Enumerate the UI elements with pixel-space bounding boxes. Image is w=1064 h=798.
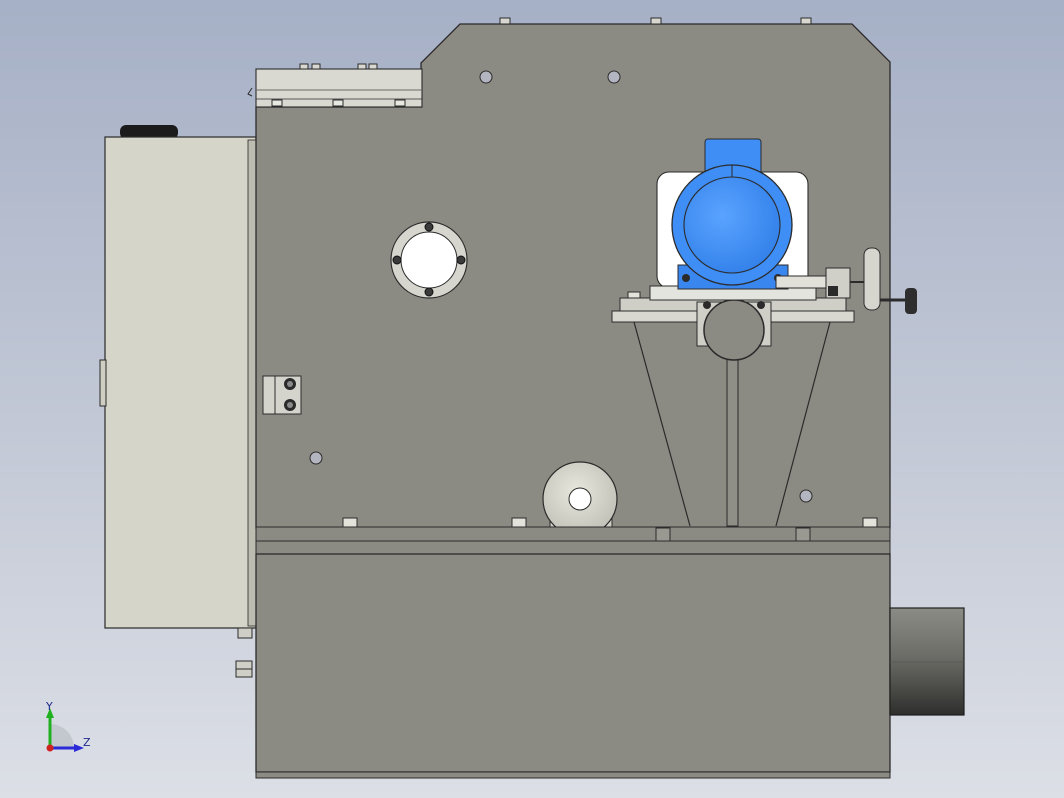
tension-nut	[828, 286, 838, 296]
mounting-hole	[607, 70, 621, 84]
cover-bolt	[392, 255, 402, 265]
handwheel-knob[interactable]	[905, 288, 917, 314]
top-stud	[800, 17, 812, 25]
lower-tank[interactable]	[255, 517, 891, 779]
cabinet-side	[247, 139, 257, 627]
cover-bolt	[424, 222, 434, 232]
cover-bolt	[456, 255, 466, 265]
top-stud	[650, 17, 662, 25]
cover-bolt	[424, 287, 434, 297]
side-terminal-block	[235, 627, 253, 678]
mounting-hole	[309, 451, 323, 465]
cabinet-handle	[120, 125, 178, 139]
motor-bolt	[682, 274, 690, 282]
motor[interactable]	[649, 138, 817, 301]
mounting-hole	[799, 489, 813, 503]
handwheel-disc[interactable]	[863, 247, 881, 311]
cover-bolt	[299, 63, 309, 70]
side-outlet-pipe[interactable]	[889, 607, 965, 716]
top-cover-plate[interactable]	[247, 63, 423, 108]
z-axis-label: Z	[83, 736, 91, 749]
rail-bolt	[342, 517, 358, 528]
rail-spacer	[795, 527, 811, 542]
triad-plane	[50, 724, 74, 748]
cover-bolt	[332, 99, 344, 107]
cover-bolt	[311, 63, 321, 70]
cover-bolt	[368, 63, 378, 70]
cover-bolt	[271, 99, 283, 107]
rail-spacer	[655, 527, 671, 542]
cover-bolt	[394, 99, 406, 107]
y-axis-label: Y	[45, 700, 53, 713]
orientation-triad: Y Z	[45, 700, 91, 752]
inspection-cover[interactable]	[390, 221, 468, 299]
mount-bolt	[627, 291, 641, 299]
triad-origin	[46, 744, 54, 752]
mounting-hole	[479, 70, 493, 84]
tensioning-handwheel[interactable]	[775, 247, 917, 314]
control-cabinet[interactable]	[99, 125, 257, 629]
rail-bolt	[862, 517, 878, 528]
tension-rod	[775, 275, 829, 289]
mount-bolt	[757, 301, 765, 309]
cover-bolt	[357, 63, 367, 70]
top-stud	[499, 17, 511, 25]
mount-bolt	[703, 301, 711, 309]
y-axis-arrowhead	[46, 708, 54, 718]
side-bracket	[262, 375, 302, 415]
z-axis-arrowhead	[74, 744, 84, 752]
cabinet-door	[104, 136, 257, 629]
rail-bolt	[511, 517, 527, 528]
cabinet-latch	[99, 359, 107, 407]
